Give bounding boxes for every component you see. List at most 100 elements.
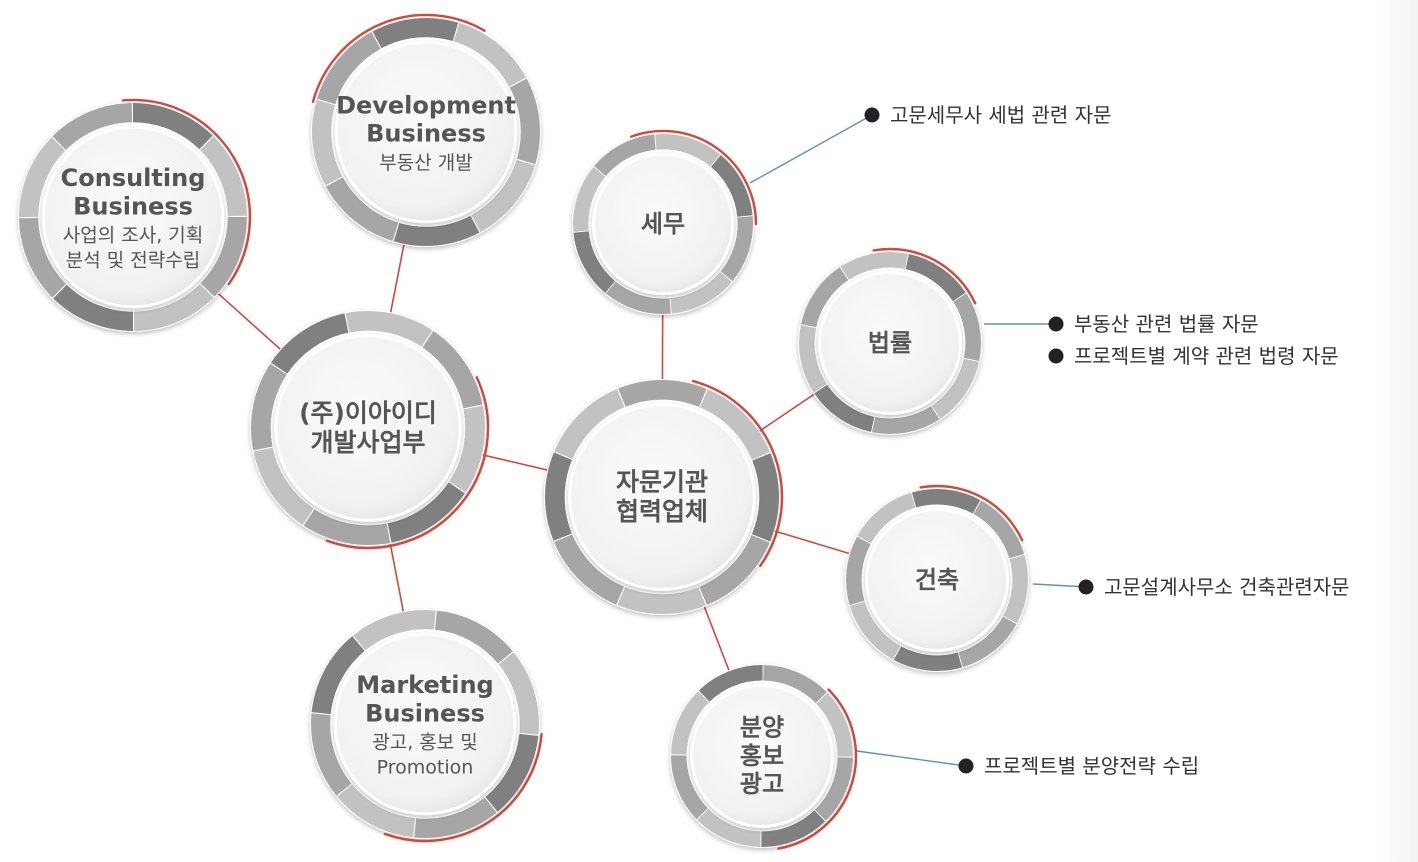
node-architecture-ring-segment	[973, 500, 1025, 559]
node-development-subtitle-line: 부동산 개발	[379, 152, 472, 174]
node-marketing-title-line: Marketing	[356, 671, 493, 699]
node-tax-ring-segment	[670, 271, 732, 314]
node-sales-title-line: 광고	[740, 770, 784, 798]
node-consulting-ring-segment	[52, 103, 133, 151]
node-company-accent-arc	[325, 376, 490, 550]
node-development-ring-segment	[312, 99, 343, 186]
node-law-ring-segment	[872, 406, 940, 434]
node-law-ring-segment	[905, 253, 966, 302]
node-marketing-disc	[333, 632, 517, 816]
node-law-ring-segment	[931, 358, 980, 419]
node-marketing-subtitle-line: Promotion	[377, 756, 474, 778]
node-advisory-ring-segment	[751, 453, 779, 542]
node-advisory-title-line: 협력업체	[616, 497, 708, 526]
annotation-law-bullet	[1048, 316, 1064, 332]
node-law-title-line: 법률	[868, 329, 912, 357]
node-sales-ring-segment	[763, 665, 827, 704]
node-tax-ring-segment	[573, 166, 606, 232]
node-consulting-ring-segment	[19, 137, 66, 218]
node-advisory-ring-segment	[553, 534, 625, 605]
node-consulting-ring-segment	[199, 136, 247, 217]
node-sales-ring-segment	[814, 757, 853, 821]
node-development-ring-segment	[316, 31, 381, 105]
node-development-ring-segment	[509, 78, 540, 165]
node-tax-ring-segment	[594, 134, 656, 177]
node-company-title-line: (주)이아이디	[299, 399, 437, 428]
node-tax-ring-segment	[710, 155, 753, 217]
node-marketing-subtitle-line: 광고, 홍보 및	[372, 732, 478, 754]
node-law-disc	[818, 271, 962, 415]
node-sales-ring-segment	[671, 691, 710, 755]
node-marketing-ring-segment	[311, 636, 365, 715]
annotation-lines	[749, 114, 1089, 767]
node-marketing-ring-segment	[311, 713, 352, 796]
node-architecture-ring-segment	[911, 489, 981, 514]
node-consulting-ring-segment	[200, 216, 247, 297]
node-law-ring-segment	[953, 293, 981, 361]
node-tax-title-line: 세무	[641, 210, 685, 238]
node-development-ring-segment	[325, 177, 399, 242]
node-architecture-ring-segment	[849, 601, 901, 660]
node-advisory-ring-segment	[554, 388, 625, 460]
node-advisory-ring-segment	[545, 452, 573, 541]
node-marketing-ring-segment	[353, 610, 436, 651]
node-architecture: 건축	[845, 484, 1029, 672]
node-consulting-disc	[41, 125, 225, 309]
node-company-ring-segment	[345, 311, 433, 347]
annotation-tax-bullet	[864, 107, 880, 123]
node-development-disc	[334, 40, 518, 224]
node-architecture-accent-arc	[919, 484, 1024, 542]
node-law-accent-arc	[872, 247, 977, 305]
node-marketing-ring-segment	[337, 784, 416, 838]
node-consulting-accent-arc	[121, 98, 252, 286]
node-consulting-subtitle-line: 사업의 조사, 기획	[63, 225, 203, 247]
node-sales-accent-arc	[777, 688, 858, 850]
node-sales-ring-segment	[816, 692, 854, 757]
node-tax-ring-segment	[605, 281, 671, 314]
node-tax-ring-segment	[655, 134, 721, 167]
node-architecture-ring-segment	[1003, 554, 1028, 624]
node-advisory-ring-segment	[618, 380, 707, 408]
node-consulting-ring-segment	[19, 217, 67, 298]
node-advisory-disc	[568, 403, 756, 591]
node-development-ring-segment	[372, 18, 459, 49]
annotation-line-tax	[749, 114, 873, 184]
node-architecture-ring-segment	[857, 492, 916, 544]
annotation-architecture-text: 고문설계사무소 건축관련자문	[1104, 575, 1350, 599]
node-development-ring-segment	[471, 159, 536, 233]
annotation-sales-bullet	[958, 758, 974, 774]
node-company-ring-segment	[449, 405, 485, 493]
node-advisory-accent-arc	[691, 379, 784, 568]
node-consulting-title-line: Consulting	[61, 164, 206, 192]
node-architecture-ring-segment	[846, 536, 871, 606]
node-law-ring-segment	[814, 384, 875, 433]
node-sales-title-line: 홍보	[740, 742, 784, 770]
node-consulting-title-line: Business	[73, 192, 193, 220]
node-advisory-ring-segment	[699, 534, 770, 606]
node-sales-ring-segment	[697, 808, 761, 847]
node-advisory-title-line: 자문기관	[616, 468, 708, 497]
node-sales-ring-segment	[698, 664, 763, 702]
node-law-ring-segment	[800, 267, 849, 328]
node-development-title-line: Development	[336, 91, 516, 119]
node-company-ring-segment	[253, 447, 314, 525]
node-marketing-accent-arc	[383, 733, 543, 843]
node-development-ring-segment	[393, 215, 480, 246]
node-consulting-subtitle-line: 분석 및 전략수립	[66, 249, 200, 271]
annotation-line-sales	[856, 750, 967, 767]
node-marketing-ring-segment	[498, 652, 539, 735]
node-company-ring-segment	[271, 313, 349, 374]
node-consulting-ring-segment	[53, 284, 134, 331]
annotation-law-text: 부동산 관련 법률 자문	[1074, 312, 1259, 336]
node-sales-ring-segment	[670, 755, 708, 820]
